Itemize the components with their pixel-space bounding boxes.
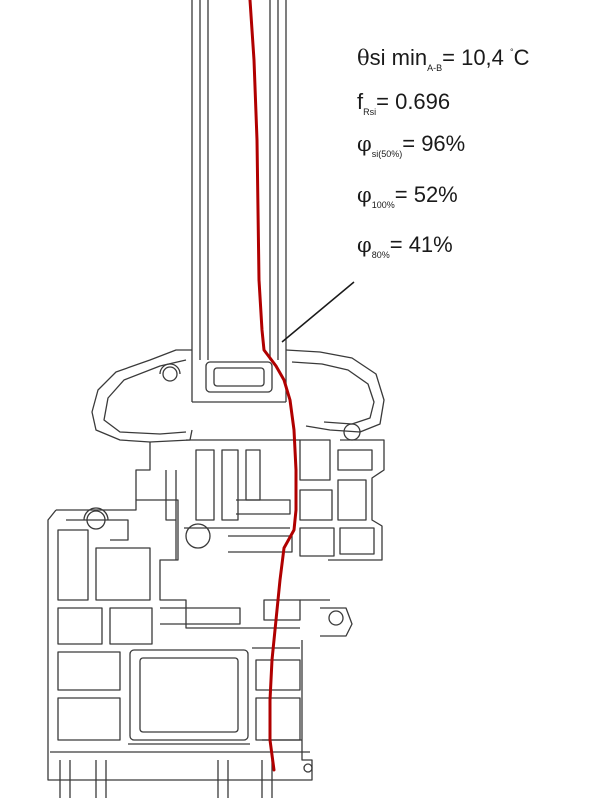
theta-symbol: θ [357,46,370,70]
phi-si-symbol: φ [357,132,372,156]
theta-subscript: A-B [427,63,443,73]
annotation-phi-si: φsi(50%)= 96% [357,131,466,159]
theta-value: = 10,4 [442,45,511,70]
annotation-theta-si-min: θsi minA-B= 10,4 °C [357,45,530,73]
frame-profile [47,499,313,798]
annotation-f-rsi: fRsi= 0.696 [357,89,451,117]
isotherm-line [248,0,298,772]
degree-symbol: ° [510,47,514,57]
phi-si-value: = 96% [402,131,466,156]
theta-unit: C [513,45,530,70]
glazing-unit [191,0,287,403]
f-subscript: Rsi [363,107,377,117]
f-value: = 0.696 [376,89,451,114]
phi-80-subscript: 80% [371,250,390,260]
annotation-phi-100: φ100%= 52% [357,182,458,210]
annotation-leader-line [281,281,355,343]
frame-chamber [129,649,249,741]
phi-100-subscript: 100% [371,200,395,210]
glazing-bead [91,349,193,443]
phi-80-symbol: φ [357,233,372,257]
f-symbol: f [357,89,364,114]
annotation-phi-80: φ80%= 41% [357,232,453,260]
phi-80-value: = 41% [389,232,453,257]
sash-profile [135,349,385,561]
phi-100-value: = 52% [394,182,458,207]
phi-100-symbol: φ [357,183,372,207]
theta-label: si min [369,45,428,70]
spacer-bar [205,361,273,393]
phi-si-subscript: si(50%) [371,149,403,159]
